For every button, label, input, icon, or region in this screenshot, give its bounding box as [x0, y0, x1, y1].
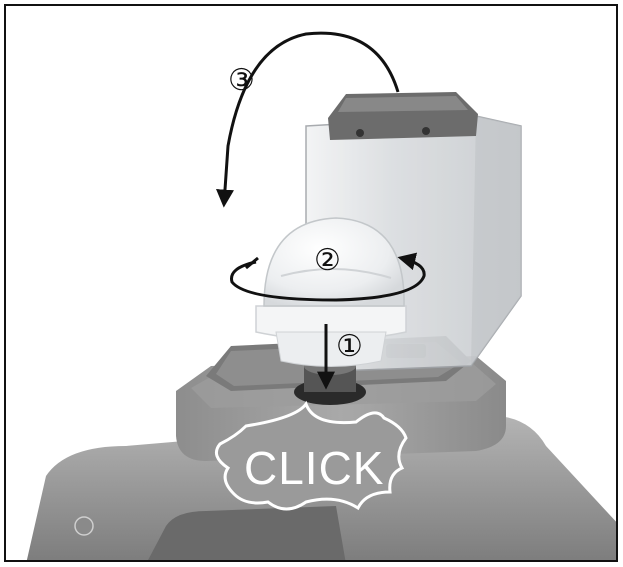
logo-badge: [75, 517, 93, 535]
screw-2: [422, 127, 430, 135]
click-callout-text: CLICK: [244, 442, 384, 494]
step2-label: ②: [314, 243, 341, 278]
screw-1: [356, 129, 364, 137]
device-illustration: ③ ② ① CLICK: [6, 6, 618, 562]
illustration-frame: ③ ② ① CLICK: [4, 4, 618, 562]
step1-label: ①: [336, 329, 363, 364]
step3-label: ③: [228, 63, 255, 98]
